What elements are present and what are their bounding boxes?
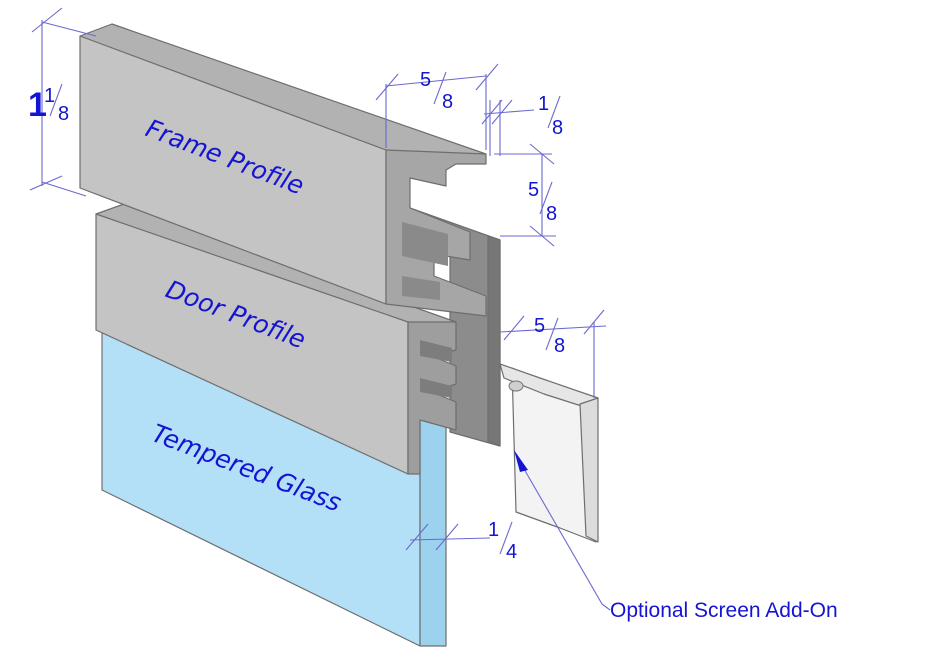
dim-frame-height-num: 1	[44, 85, 55, 107]
dim-frame-top-den: 8	[442, 91, 453, 113]
screen-side	[579, 397, 599, 543]
dim-frame-top-num: 5	[420, 69, 431, 91]
dim-frame-channel: 5 8	[494, 143, 557, 247]
dim-door-depth-num: 5	[534, 315, 545, 337]
dim-frame-height-den: 8	[58, 103, 69, 125]
dim-glass-den: 4	[506, 541, 517, 563]
dim-door-depth: 5 8	[499, 309, 607, 398]
screen-leader	[514, 450, 611, 611]
screen-add-on	[499, 363, 599, 543]
door-profile	[95, 203, 501, 475]
dim-frame-top-width: 5 8	[375, 63, 499, 150]
screen-leader-arrowhead	[514, 450, 528, 472]
frame-channel-1	[402, 222, 448, 266]
frame-channel-2	[402, 276, 440, 300]
door-slot-2	[420, 378, 452, 398]
door-slot-1	[420, 340, 452, 362]
dim-frame-lip: 1 8	[481, 93, 563, 156]
dim-frame-channel-den: 8	[546, 203, 557, 225]
door-back-face	[487, 235, 501, 447]
dim-frame-lip-num: 1	[538, 93, 549, 115]
frame-profile	[79, 23, 487, 317]
screen-hole	[508, 380, 524, 392]
dim-frame-height-whole: 1	[28, 86, 47, 124]
screen-note-label: Optional Screen Add-On	[610, 599, 838, 622]
dim-frame-height: 1 1 8	[28, 7, 97, 197]
glass-edge	[419, 419, 447, 647]
dim-glass-num: 1	[488, 519, 499, 541]
dim-frame-lip-den: 8	[552, 117, 563, 139]
dim-frame-channel-num: 5	[528, 179, 539, 201]
dim-glass-thickness: 1 4	[405, 519, 517, 563]
dim-door-depth-den: 8	[554, 335, 565, 357]
